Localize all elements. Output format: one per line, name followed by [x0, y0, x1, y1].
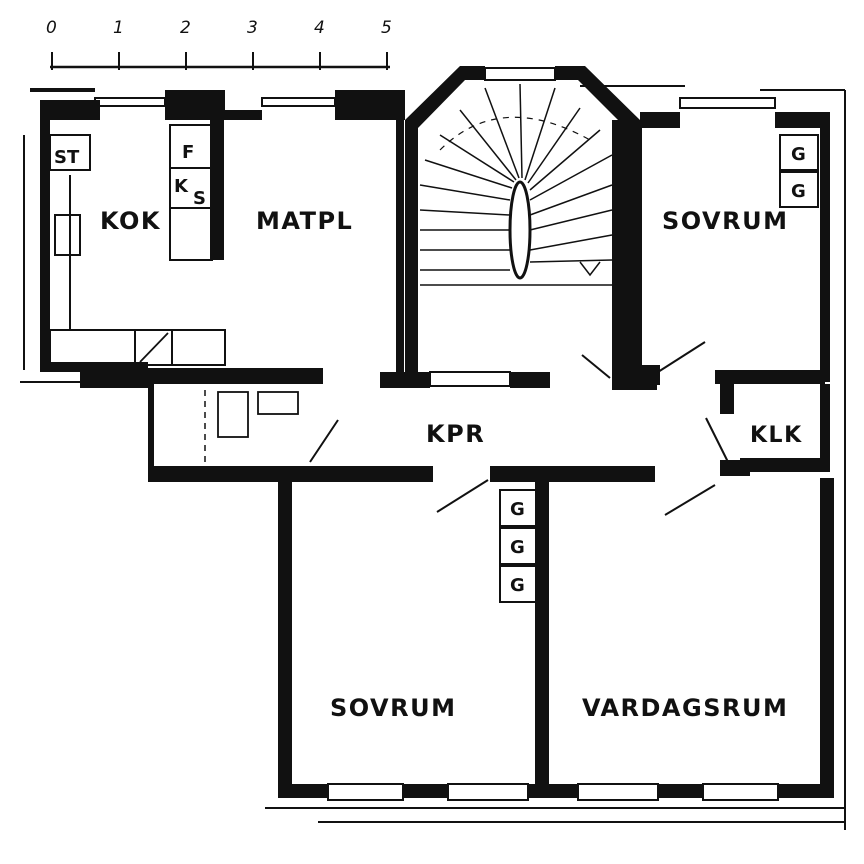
scale-tick-3: 3 — [247, 18, 258, 38]
scale-tick-2: 2 — [180, 18, 191, 38]
room-label-matpl: MATPL — [256, 207, 353, 235]
fixture-label-f: F — [182, 142, 194, 163]
wardrobes — [499, 134, 819, 603]
fixture-label-k: K — [174, 176, 189, 197]
wardrobe-label-g-3: G — [510, 499, 525, 520]
wardrobe-label-g-4: G — [510, 537, 525, 558]
fixture-label-st: ST — [54, 147, 80, 168]
scale-tick-0: 0 — [46, 18, 57, 38]
scale-bar: 0 1 2 3 4 5 — [46, 18, 392, 70]
wardrobe-label-g-5: G — [510, 575, 525, 596]
wardrobe-label-g-2: G — [791, 181, 806, 202]
scale-tick-5: 5 — [381, 18, 392, 38]
staircase — [419, 83, 613, 286]
room-label-klk: KLK — [750, 423, 803, 448]
door-swings — [204, 341, 729, 516]
walls — [20, 66, 846, 830]
room-label-sovrum-top: SOVRUM — [662, 207, 788, 235]
room-label-vardagsrum: VARDAGSRUM — [582, 694, 788, 722]
scale-tick-4: 4 — [314, 18, 325, 38]
wardrobe-label-g-1: G — [791, 144, 806, 165]
fixture-label-s: S — [193, 188, 206, 209]
room-label-kok: KOK — [100, 207, 161, 235]
room-label-sovrum-bottom: SOVRUM — [330, 694, 456, 722]
kitchen-fixtures — [49, 124, 226, 366]
scale-tick-1: 1 — [113, 18, 124, 38]
room-label-kpr: KPR — [426, 420, 485, 448]
